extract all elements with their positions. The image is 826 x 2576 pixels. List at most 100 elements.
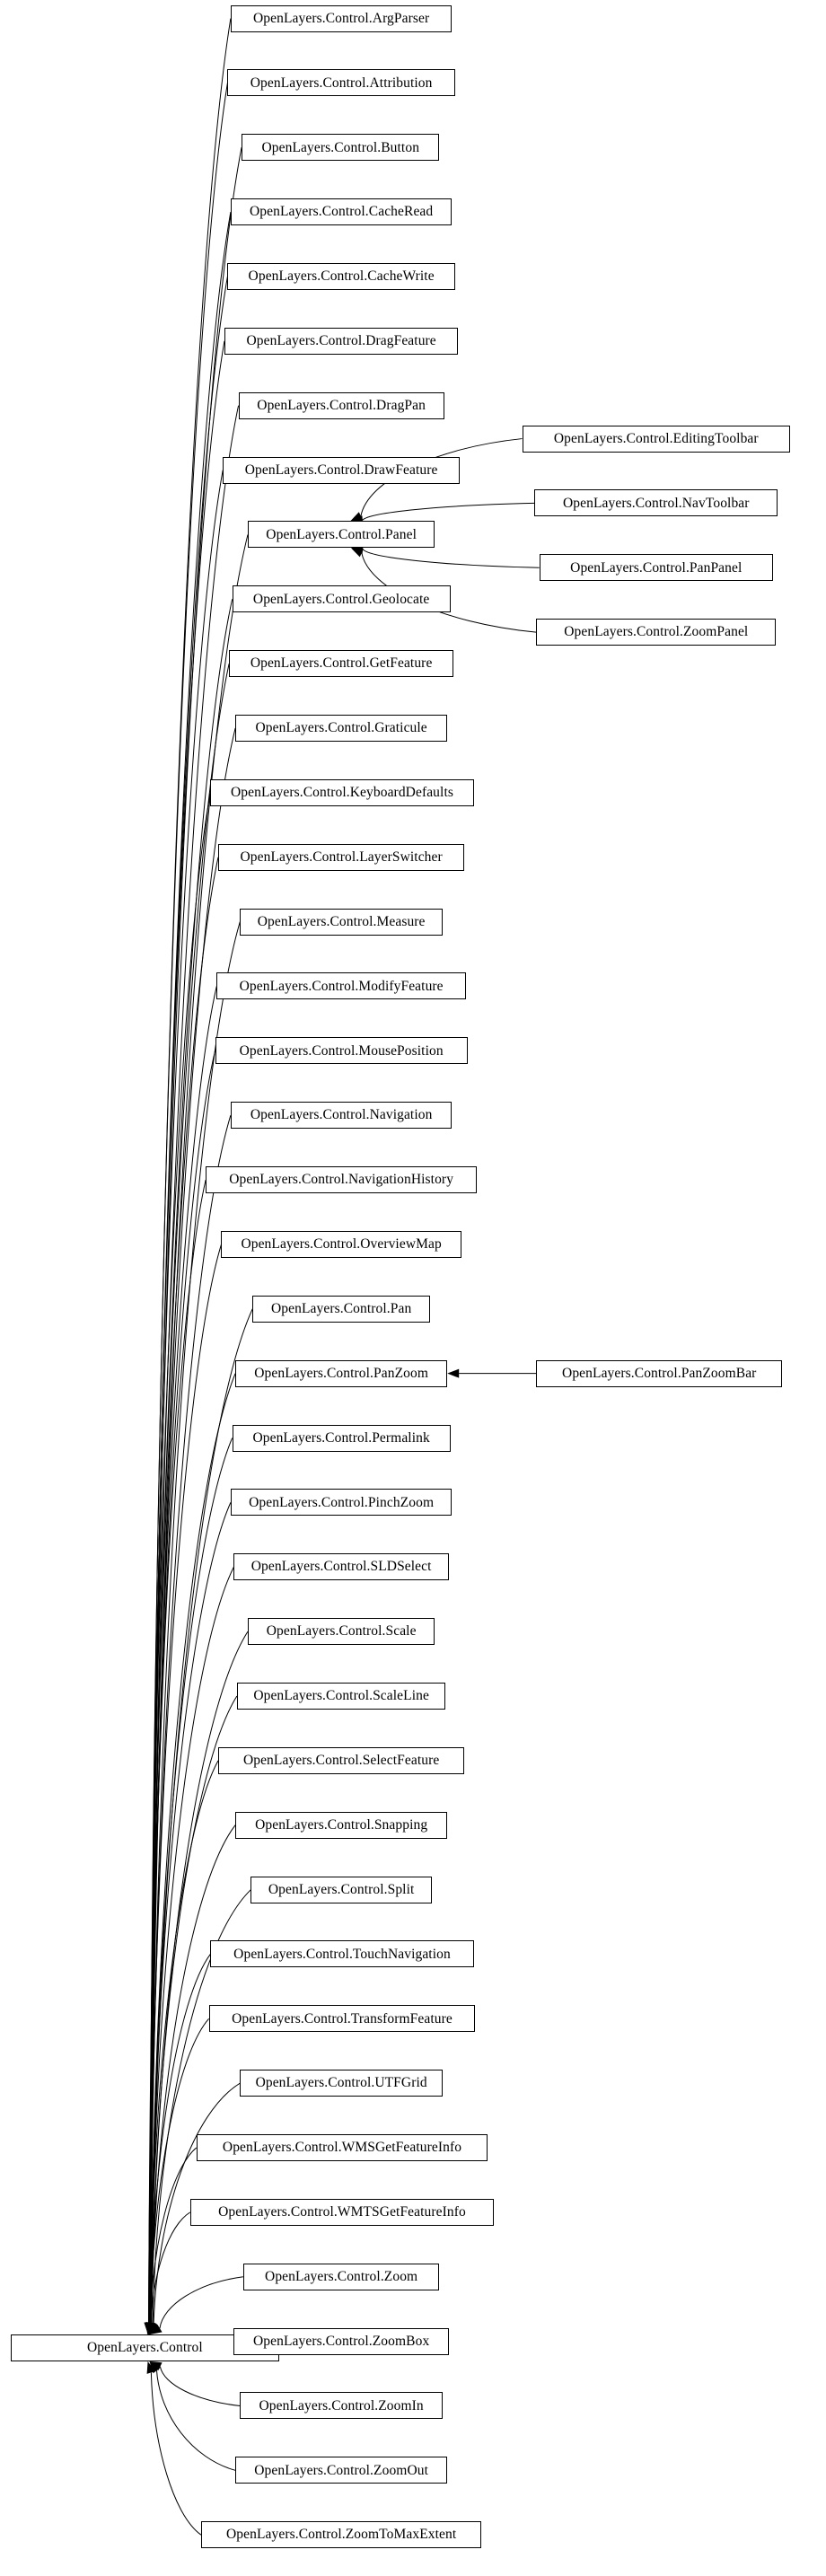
class-node-label: OpenLayers.Control.NavToolbar — [562, 495, 750, 511]
inheritance-arrowhead — [145, 2322, 154, 2334]
inheritance-arrowhead — [145, 2322, 154, 2334]
class-node-label: OpenLayers.Control.ScaleLine — [253, 1688, 429, 1704]
class-node[interactable]: OpenLayers.Control.MousePosition — [215, 1037, 468, 1065]
class-node-label: OpenLayers.Control.WMTSGetFeatureInfo — [218, 2204, 466, 2220]
inheritance-arrowhead — [145, 2322, 155, 2334]
class-node[interactable]: OpenLayers.Control.DragPan — [238, 391, 444, 419]
class-node[interactable]: OpenLayers.Control.ZoomToMaxExtent — [200, 2521, 482, 2549]
class-node[interactable]: OpenLayers.Control.GetFeature — [229, 650, 454, 678]
inheritance-arrowhead — [144, 2322, 154, 2334]
class-node[interactable]: OpenLayers.Control.PanZoom — [235, 1359, 448, 1387]
class-node-label: OpenLayers.Control.GetFeature — [250, 655, 433, 672]
class-node[interactable]: OpenLayers.Control.Split — [250, 1876, 432, 1903]
inheritance-arrowhead — [145, 2322, 155, 2334]
inheritance-arrowhead — [144, 2322, 154, 2334]
class-node[interactable]: OpenLayers.Control.LayerSwitcher — [218, 843, 465, 871]
class-node[interactable]: OpenLayers.Control.SLDSelect — [233, 1553, 449, 1581]
class-node[interactable]: OpenLayers.Control.TransformFeature — [208, 2005, 476, 2033]
class-node[interactable]: OpenLayers.Control.TouchNavigation — [210, 1940, 474, 1968]
inheritance-arrowhead — [149, 2361, 161, 2374]
class-node-label: OpenLayers.Control.Snapping — [255, 1816, 428, 1833]
class-node[interactable]: OpenLayers.Control.WMTSGetFeatureInfo — [189, 2198, 495, 2226]
class-node-label: OpenLayers.Control.PanZoom — [254, 1365, 428, 1381]
class-node[interactable]: OpenLayers.Control.Scale — [248, 1618, 435, 1646]
inheritance-edge — [149, 1760, 219, 2324]
class-node[interactable]: OpenLayers.Control.PinchZoom — [230, 1489, 453, 1517]
inheritance-arrowhead — [148, 2322, 158, 2334]
class-node-label: OpenLayers.Control.NavigationHistory — [229, 1172, 454, 1188]
inheritance-arrowhead — [145, 2322, 154, 2334]
class-node[interactable]: OpenLayers.Control.SelectFeature — [218, 1746, 465, 1774]
class-node[interactable]: OpenLayers.Control.PanZoomBar — [536, 1359, 783, 1387]
inheritance-arrowhead — [145, 2322, 154, 2334]
class-node-label: OpenLayers.Control.Geolocate — [252, 591, 430, 607]
class-node-label: OpenLayers.Control.TransformFeature — [232, 2010, 453, 2027]
class-node-label: OpenLayers.Control.OverviewMap — [241, 1236, 442, 1253]
class-node[interactable]: OpenLayers.Control.NavigationHistory — [206, 1166, 478, 1194]
class-node-label: OpenLayers.Control.Split — [268, 1881, 415, 1897]
inheritance-arrowhead — [145, 2322, 155, 2334]
class-node-label: OpenLayers.Control.TouchNavigation — [233, 1946, 451, 1962]
inheritance-arrowhead — [147, 2322, 156, 2334]
class-node[interactable]: OpenLayers.Control.ZoomOut — [235, 2457, 448, 2484]
class-node-label: OpenLayers.Control.ZoomToMaxExtent — [225, 2527, 457, 2543]
inheritance-arrowhead — [146, 2361, 156, 2374]
class-node[interactable]: OpenLayers.Control.Zoom — [242, 2263, 440, 2290]
inheritance-arrowhead — [350, 512, 364, 522]
class-node[interactable]: OpenLayers.Control.CacheRead — [230, 198, 453, 226]
class-node[interactable]: OpenLayers.Control.DrawFeature — [223, 456, 461, 484]
class-node[interactable]: OpenLayers.Control.Panel — [248, 521, 435, 549]
inheritance-arrowhead — [145, 2322, 154, 2334]
class-node[interactable]: OpenLayers.Control.CacheWrite — [227, 262, 455, 290]
class-node-label: OpenLayers.Control.DrawFeature — [244, 462, 438, 478]
class-node[interactable]: OpenLayers.Control.ScaleLine — [236, 1682, 446, 1710]
class-node[interactable]: OpenLayers.Control.Attribution — [227, 69, 455, 97]
class-node[interactable]: OpenLayers.Control.NavToolbar — [534, 489, 778, 517]
class-node[interactable]: OpenLayers.Control.ModifyFeature — [216, 972, 467, 1000]
inheritance-arrowhead — [145, 2322, 155, 2334]
class-node-label: OpenLayers.Control.ZoomPanel — [564, 624, 749, 640]
inheritance-arrowhead — [149, 2322, 158, 2334]
inheritance-arrowhead — [145, 2322, 154, 2334]
class-node-label: OpenLayers.Control.PanZoomBar — [562, 1365, 757, 1381]
class-node[interactable]: OpenLayers.Control.Measure — [240, 908, 443, 936]
class-node[interactable]: OpenLayers.Control.ZoomBox — [233, 2327, 449, 2355]
class-node[interactable]: OpenLayers.Control.KeyboardDefaults — [210, 778, 474, 806]
class-node[interactable]: OpenLayers.Control.OverviewMap — [221, 1230, 461, 1258]
class-node-label: OpenLayers.Control.UTFGrid — [255, 2075, 427, 2091]
class-node-label: OpenLayers.Control.ZoomBox — [252, 2333, 430, 2349]
class-node-label: OpenLayers.Control.KeyboardDefaults — [231, 785, 453, 801]
class-node-label: OpenLayers.Control.SelectFeature — [242, 1753, 440, 1769]
class-node-label: OpenLayers.Control.ZoomIn — [259, 2397, 424, 2413]
inheritance-edge — [148, 1051, 216, 2323]
inheritance-arrowhead — [146, 2322, 156, 2334]
class-node[interactable]: OpenLayers.Control.UTFGrid — [240, 2070, 443, 2097]
class-node[interactable]: OpenLayers.Control.ZoomPanel — [536, 619, 777, 646]
class-node[interactable]: OpenLayers.Control.Navigation — [230, 1102, 453, 1130]
class-node-label: OpenLayers.Control.Pan — [270, 1301, 412, 1317]
class-node[interactable]: OpenLayers.Control.ZoomIn — [240, 2392, 443, 2420]
inheritance-edge — [149, 2018, 209, 2324]
class-node-label: OpenLayers.Control.Panel — [266, 526, 417, 542]
class-node[interactable]: OpenLayers.Control.Button — [242, 134, 440, 162]
class-node-label: OpenLayers.Control.Permalink — [252, 1429, 430, 1446]
class-node-label: OpenLayers.Control.LayerSwitcher — [240, 848, 443, 865]
class-node[interactable]: OpenLayers.Control.WMSGetFeatureInfo — [196, 2134, 488, 2161]
inheritance-edge — [150, 2147, 198, 2324]
class-node[interactable]: OpenLayers.Control.ArgParser — [230, 4, 453, 32]
inheritance-edge — [149, 405, 240, 2323]
inheritance-edge — [151, 1824, 236, 2324]
class-node[interactable]: OpenLayers.Control.Pan — [252, 1295, 431, 1323]
class-node[interactable]: OpenLayers.Control.DragFeature — [224, 327, 459, 355]
class-node-label: OpenLayers.Control.Scale — [266, 1623, 417, 1640]
inheritance-arrowhead — [146, 2322, 156, 2334]
class-node[interactable]: OpenLayers.Control.Geolocate — [232, 585, 451, 613]
class-node[interactable]: OpenLayers.Control.Snapping — [235, 1811, 448, 1839]
class-node[interactable]: OpenLayers.Control.Graticule — [235, 715, 448, 743]
class-node-label: OpenLayers.Control.WMSGetFeatureInfo — [222, 2140, 462, 2156]
class-node-label: OpenLayers.Control.Attribution — [250, 75, 433, 91]
class-node[interactable]: OpenLayers.Control.EditingToolbar — [522, 425, 791, 453]
class-node[interactable]: OpenLayers.Control.PanPanel — [539, 554, 773, 582]
class-node[interactable]: OpenLayers.Control.Permalink — [232, 1424, 451, 1452]
